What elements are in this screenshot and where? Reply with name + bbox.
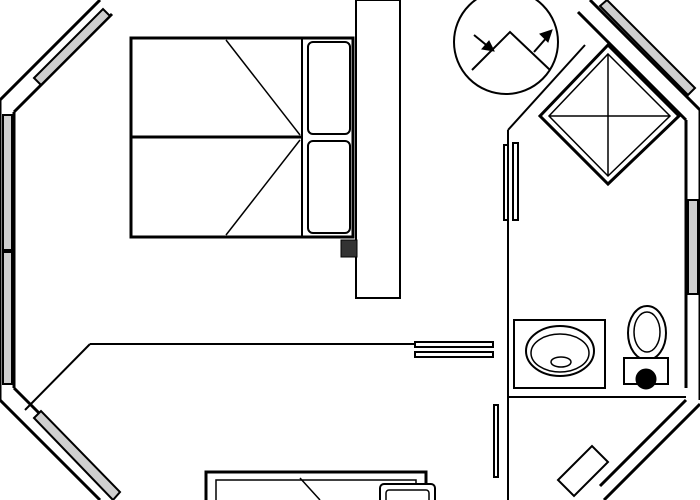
- toilet-flush: [635, 368, 657, 390]
- sofa-cushion-inner: [385, 489, 430, 500]
- pillow-top: [307, 41, 351, 135]
- interior-walls: [24, 0, 686, 500]
- partition-column: [355, 0, 401, 299]
- floor-box-shape: [556, 444, 610, 498]
- sink-basin: [525, 325, 595, 377]
- sink-drain: [550, 356, 572, 368]
- window-bottom-left: [32, 409, 122, 500]
- window-left-lower: [2, 251, 13, 385]
- arrow-in-head: [481, 40, 495, 52]
- sliding-door-bath-2: [512, 142, 519, 221]
- round-table: [453, 0, 559, 95]
- floor-box: [556, 444, 610, 498]
- door-lower: [493, 404, 499, 478]
- bed-sheet-fold-bottom: [225, 139, 301, 236]
- wall-bottom-right-diagonal: [598, 398, 700, 500]
- wall-bottom-left-diagonal: [0, 386, 114, 500]
- shower: [537, 42, 682, 187]
- lamp-square: [340, 239, 358, 258]
- sink-basin-inner: [530, 333, 590, 373]
- round-table-symbol: [453, 0, 559, 95]
- shower-tray-outer: [537, 42, 682, 187]
- sliding-door-bath: [503, 144, 509, 221]
- window-top-left: [32, 7, 112, 87]
- wall-top-right-diagonal: [576, 0, 700, 122]
- double-bed: [129, 36, 358, 258]
- pillow-bottom: [307, 140, 351, 234]
- partition-hall-diagonal: [24, 343, 91, 411]
- bed-sheet-fold-top: [225, 39, 301, 136]
- lower-furniture: [204, 470, 436, 500]
- window-top-right: [598, 0, 697, 97]
- wall-right: [684, 110, 700, 400]
- arrow-out-head: [539, 29, 553, 43]
- doors: [414, 142, 519, 478]
- sofa-cushion: [379, 483, 436, 500]
- door-hall: [414, 341, 494, 348]
- partition-diagonal-upper: [507, 44, 586, 131]
- sink: [513, 319, 606, 389]
- roof-marker: [471, 30, 551, 71]
- shower-tray-inner: [547, 52, 672, 178]
- toilet: [623, 305, 669, 390]
- window-left-upper: [2, 114, 13, 251]
- toilet-bowl-inner: [633, 311, 661, 353]
- sofa-diagonal: [299, 477, 321, 500]
- door-hall-2: [414, 351, 494, 358]
- wall-left: [0, 100, 16, 400]
- sink-counter: [513, 319, 606, 389]
- window-right: [687, 199, 699, 295]
